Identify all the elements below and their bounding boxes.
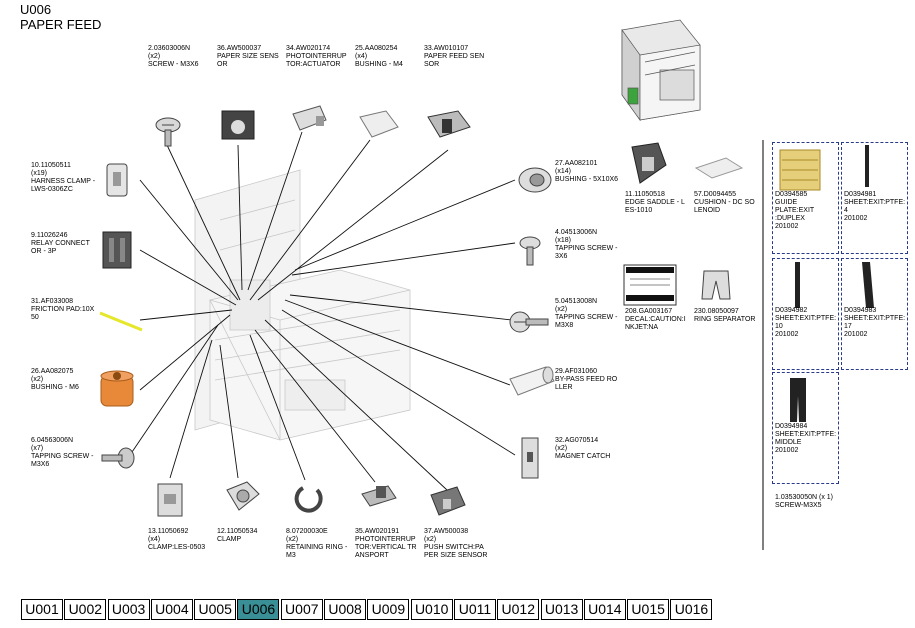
label-part-57: 57.D0094455 CUSHION - DC SO LENOID (694, 191, 755, 214)
label-part-31: 31.AF033008 FRICTION PAD:10X 50 (31, 298, 95, 321)
tab-u015[interactable]: U015 (627, 599, 670, 620)
tab-u002[interactable]: U002 (64, 599, 107, 620)
sheet-exit-ptfe-17-icon (862, 262, 874, 308)
cushion-icon (694, 157, 744, 179)
tab-u011[interactable]: U011 (453, 599, 496, 620)
friction-pad-icon (99, 311, 143, 332)
label-part-26: 26.AA082075 (x2) BUSHING - M6 (31, 368, 79, 391)
label-part-9: 9.11026246 RELAY CONNECT OR - 3P (31, 232, 90, 255)
sheet-exit-ptfe-4-icon (865, 145, 869, 187)
photointerrupter-actuator-icon (292, 105, 327, 131)
tab-u010[interactable]: U010 (410, 599, 453, 620)
retaining-ring-icon (294, 486, 323, 513)
page-title: PAPER FEED (20, 17, 102, 32)
label-option-2: D0394981 SHEET:EXIT:PTFE: 4 201002 (844, 191, 906, 222)
label-part-13: 13.11050692 (x4) CLAMP:LES-0503 (148, 528, 206, 551)
clamp-les-0503-icon (157, 483, 183, 517)
tab-u008[interactable]: U008 (324, 599, 367, 620)
option-box-1: D0394585 GUIDE PLATE:EXIT :DUPLEX 201002 (772, 142, 839, 254)
option-box-5: D0394984 SHEET:EXIT:PTFE: MIDDLE 201002 (772, 372, 839, 484)
tab-u003[interactable]: U003 (107, 599, 150, 620)
tab-u006[interactable]: U006 (237, 599, 280, 620)
magnet-catch-icon (521, 437, 539, 479)
label-part-10: 10.11050511 (x19) HARNESS CLAMP - LWS-03… (31, 162, 96, 193)
bushing-m6-icon (100, 370, 134, 407)
label-part-8: 8.07200030E (x2) RETAINING RING - M3 (286, 528, 348, 559)
label-part-36: 36.AW500037 PAPER SIZE SENS OR (217, 45, 279, 68)
label-part-27: 27.AA082101 (x14) BUSHING - 5X10X6 (555, 160, 619, 183)
label-part-12: 12.11050534 CLAMP (217, 528, 258, 543)
harness-clamp-icon (106, 163, 128, 197)
label-part-33: 33.AW010107 PAPER FEED SEN SOR (424, 45, 485, 68)
option-box-3: D0394982 SHEET:EXIT:PTFE: 10 201002 (772, 258, 839, 370)
tab-u004[interactable]: U004 (150, 599, 193, 620)
label-part-230: 230.08050097 RING SEPARATOR (694, 308, 756, 323)
guide-plate-exit-duplex-icon (779, 149, 821, 191)
bushing-m4-icon (359, 110, 399, 138)
sheet-exit-ptfe-10-icon (795, 262, 800, 308)
tapping-screw-m3x8-icon (509, 311, 549, 333)
label-part-5: 5.04513008N (x2) TAPPING SCREW - M3X8 (555, 298, 618, 329)
paper-feed-sensor-icon (427, 110, 471, 138)
label-part-29: 29.AF031060 BY-PASS FEED RO LLER (555, 368, 618, 391)
tab-u007[interactable]: U007 (280, 599, 323, 620)
clamp-icon (226, 481, 260, 511)
tab-u012[interactable]: U012 (497, 599, 540, 620)
photointerrupter-vertical-transport-icon (361, 485, 397, 507)
tab-u013[interactable]: U013 (540, 599, 583, 620)
tab-u001[interactable]: U001 (21, 599, 63, 620)
relay-connector-icon (102, 231, 132, 269)
push-switch-icon (430, 486, 466, 516)
bushing-5x10x6-icon (518, 167, 552, 193)
unit-tab-bar: U001 U002 U003 U004 U005 U006 U007 U008 … (21, 599, 714, 620)
option-box-4: D0394983 SHEET:EXIT:PTFE: 17 201002 (841, 258, 908, 370)
label-part-11: 11.11050518 EDGE SADDLE - L ES-1010 (625, 191, 685, 214)
ring-separator-icon (701, 270, 731, 300)
by-pass-feed-roller-icon (509, 366, 555, 396)
machine-overview-icon (621, 19, 701, 122)
label-part-2: 2.03603006N (x2) SCREW - M3X6 (148, 45, 199, 68)
tab-u016[interactable]: U016 (670, 599, 713, 620)
leader-lines (129, 131, 516, 491)
paper-size-sensor-icon (221, 110, 255, 140)
label-part-6: 6.04563006N (x7) TAPPING SCREW - M3X6 (31, 437, 94, 468)
label-screw-note: 1.03530050N (x 1) SCREW-M3X5 (775, 494, 833, 509)
tab-u009[interactable]: U009 (367, 599, 410, 620)
label-option-3: D0394982 SHEET:EXIT:PTFE: 10 201002 (775, 307, 837, 338)
label-part-34: 34.AW020174 PHOTOINTERRUP TOR:ACTUATOR (286, 45, 347, 68)
main-assembly (194, 169, 411, 441)
page-code: U006 (20, 2, 52, 17)
decal-caution-icon (623, 264, 677, 306)
label-part-37: 37.AW500038 (x2) PUSH SWITCH:PA PER SIZE… (424, 528, 488, 559)
label-option-1: D0394585 GUIDE PLATE:EXIT :DUPLEX 201002 (775, 191, 815, 230)
option-box-2: D0394981 SHEET:EXIT:PTFE: 4 201002 (841, 142, 908, 254)
label-option-5: D0394984 SHEET:EXIT:PTFE: MIDDLE 201002 (775, 423, 837, 454)
tab-u014[interactable]: U014 (583, 599, 626, 620)
label-part-208: 208.GA003167 DECAL:CAUTION:I NKJET:NA (625, 308, 686, 331)
label-part-4: 4.04513006N (x18) TAPPING SCREW - 3X6 (555, 229, 618, 260)
tapping-screw-3x6-icon (519, 236, 541, 266)
label-part-35: 35.AW020191 PHOTOINTERRUP TOR:VERTICAL T… (355, 528, 417, 559)
screw-icon (155, 117, 181, 147)
edge-saddle-icon (631, 142, 667, 184)
tab-u005[interactable]: U005 (194, 599, 237, 620)
tapping-screw-m3x6-icon (101, 447, 135, 469)
label-part-32: 32.AG070514 (x2) MAGNET CATCH (555, 437, 611, 460)
sheet-exit-ptfe-middle-icon (790, 378, 806, 422)
label-part-25: 25.AA080254 (x4) BUSHING - M4 (355, 45, 403, 68)
label-option-4: D0394983 SHEET:EXIT:PTFE: 17 201002 (844, 307, 906, 338)
